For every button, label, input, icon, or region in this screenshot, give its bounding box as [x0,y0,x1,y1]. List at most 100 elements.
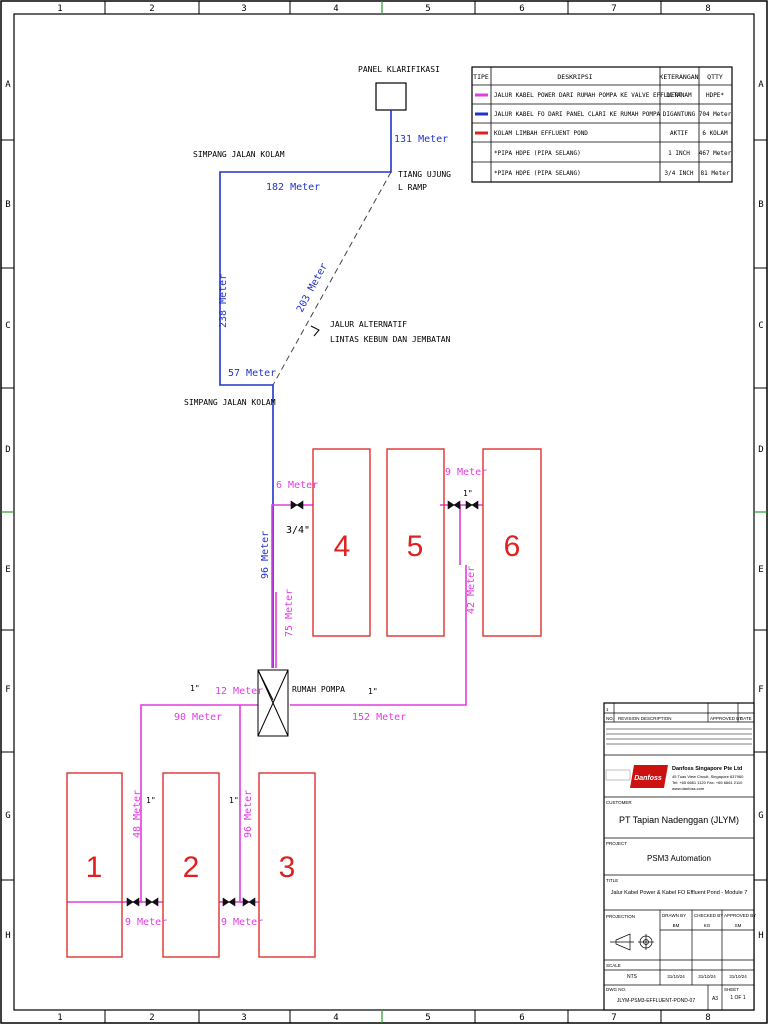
row-label-left: A [5,80,11,90]
legend-qty: 6 KOLAM [702,130,728,137]
tb-title: Jalur Kabel Power & Kabel FO Effluent Po… [611,890,748,896]
pond-2 [162,772,220,958]
tb-scale: NTS [627,974,638,980]
valves [126,500,479,907]
col-label-top: 4 [333,4,338,14]
legend-ket: AKTIF [670,130,688,137]
pond-number: 5 [407,530,424,563]
legend-ket: 1 INCH [668,150,690,157]
tb-rev-no: 1 [606,707,609,712]
distance-label: 6 Meter [276,480,318,491]
tb-drawn: BM [673,923,680,928]
col-label-top: 2 [149,4,154,14]
valve-icon [126,897,140,907]
panel-klarifikasi-box [375,82,407,111]
simpang-top-label: SIMPANG JALAN KOLAM [193,150,285,159]
ponds [66,448,542,958]
tb-approved: SM [735,923,742,928]
alt-route-label-2: LINTAS KEBUN DAN JEMBATAN [330,335,451,344]
pipe-size-label: 1" [146,796,156,805]
distance-label: 42 Meter [466,566,477,614]
legend-table: TIPE DESKRIPSI KETERANGAN QTTY JALUR KAB… [471,66,733,183]
tb-header-no: NO. [606,716,614,721]
distance-label: 152 Meter [352,712,406,723]
legend-qty: HDPE* [706,92,724,99]
tb-date: 31/10/24 [698,974,716,979]
tb-header-approved: APPROVED BY [710,716,742,721]
distance-label: 182 Meter [266,182,320,193]
col-label-top: 6 [519,4,524,14]
tb-customer: PT Tapian Nadenggan (JLYM) [619,815,739,825]
valve-icon [222,897,236,907]
panel-label: PANEL KLARIFIKASI [358,65,440,74]
tb-approved-label: APPROVED BY [724,913,756,918]
valve-icon [145,897,159,907]
legend-ket: DIGANTUNG [663,111,696,118]
distance-label: 90 Meter [174,712,222,723]
rumah-pompa-icon [257,669,289,737]
rumah-pompa-label: RUMAH POMPA [292,685,345,694]
tb-size: A3 [712,996,718,1002]
legend-ket: 3/4 INCH [665,170,694,177]
valve-icon [465,500,479,510]
row-label-left: E [5,565,10,575]
tb-header-rev: REVISION DESCRIPTION [618,716,672,721]
tb-project-label: PROJECT [606,841,627,846]
tb-drawn-label: DRAWN BY [662,913,686,918]
danfoss-logo-text: Danfoss [634,775,662,782]
distance-label: 9 Meter [125,917,167,928]
tb-customer-label: CUSTOMER [606,800,632,805]
col-label-bottom: 2 [149,1013,154,1023]
legend-desc: JALUR KABEL FO DARI PANEL CLARI KE RUMAH… [494,111,661,118]
col-label-top: 7 [611,4,616,14]
legend-qty: 81 Meter [701,170,730,177]
col-label-bottom: 1 [57,1013,62,1023]
pond-3 [258,772,316,958]
tb-dwg-label: DWG NO. [606,987,626,992]
col-label-bottom: 8 [705,1013,710,1023]
tb-address: 45 Tuas View Circuit, Singapore 637960 [672,774,744,779]
alternative-route-line [272,171,392,386]
legend-desc: *PIPA HDPE (PIPA SELANG) [494,150,581,157]
tb-title-label: TITLE [606,878,618,883]
valve-icon [447,500,461,510]
row-label-right: D [758,445,763,455]
distance-label: 203 Meter [295,261,330,314]
tb-phone: Tel: +65 6661 1120 Fax: +65 6661 2110 [672,780,743,785]
tb-checked-label: CHECKED BY [694,913,723,918]
distance-label: 9 Meter [221,917,263,928]
legend-qty: 704 Meter [699,111,732,118]
legend-header-tipe: TIPE [473,73,489,81]
tb-checked: KG [704,923,711,928]
col-label-bottom: 6 [519,1013,524,1023]
distance-label: 96 Meter [260,531,271,579]
leader-arrow-icon [310,325,320,337]
distance-label: 48 Meter [132,790,143,838]
alt-route-label-1: JALUR ALTERNATIF [330,320,407,329]
row-label-right: B [758,200,763,210]
tb-date: 31/10/24 [667,974,685,979]
tiang-label-1: TIANG UJUNG [398,170,451,179]
row-label-right: H [758,931,763,941]
row-label-left: B [5,200,10,210]
distance-label: 96 Meter [243,790,254,838]
legend-header-qtty: QTTY [707,73,723,81]
pipe-size-label: 3/4" [286,525,310,536]
distance-label: 238 Meter [218,274,229,328]
distance-label: 131 Meter [394,134,448,145]
fo-cable-route [219,82,407,668]
legend-ket: DITANAM [666,92,692,99]
pipe-size-label: 1" [229,796,239,805]
distance-label: 12 Meter [215,686,263,697]
row-label-right: E [758,565,763,575]
legend-header-deskripsi: DESKRIPSI [557,73,592,81]
tb-date: 31/10/24 [729,974,747,979]
distance-label: 9 Meter [445,467,487,478]
legend-desc: JALUR KABEL POWER DARI RUMAH POMPA KE VA… [494,92,682,99]
col-label-bottom: 7 [611,1013,616,1023]
row-label-right: G [758,811,763,821]
legend-header-keterangan: KETERANGAN [659,73,698,81]
row-label-right: F [758,685,763,695]
pond-5 [386,448,445,637]
